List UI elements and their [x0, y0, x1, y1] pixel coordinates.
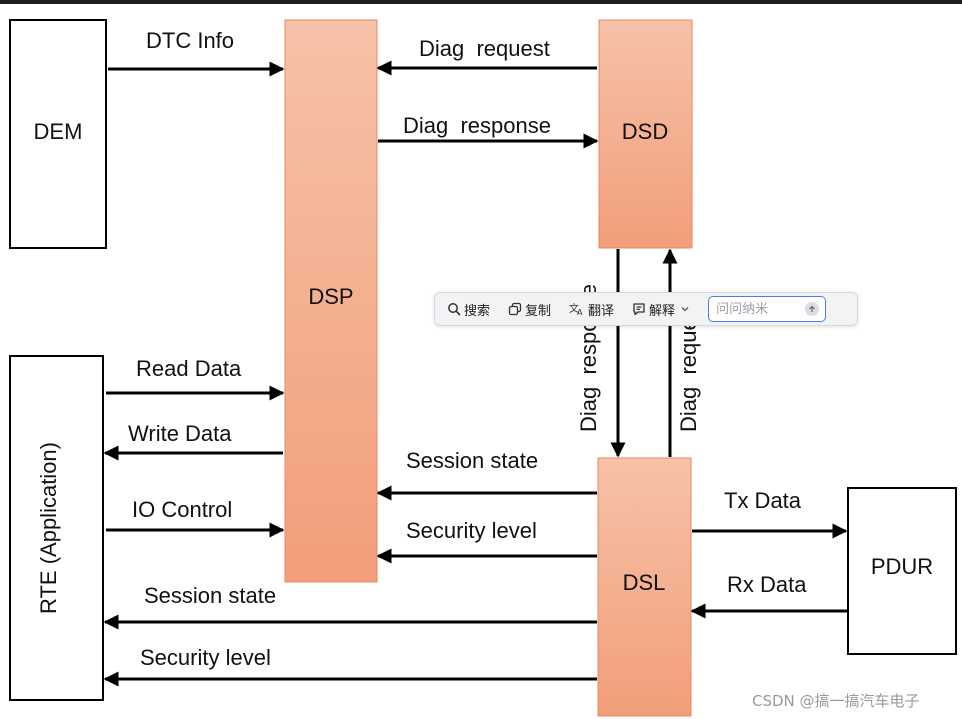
diag-response-label: Diag response: [403, 113, 551, 138]
pdur-label: PDUR: [871, 554, 933, 579]
dem-block: DEM: [9, 19, 107, 249]
rte-label: RTE (Application): [36, 442, 61, 614]
arrow-up-icon: [809, 305, 815, 312]
tx-data-label: Tx Data: [724, 488, 802, 513]
pdur-block: PDUR: [847, 487, 957, 655]
selection-toolbar: 搜索 复制 文 A 翻译 解释: [434, 292, 858, 326]
security-level-rte-label: Security level: [140, 645, 271, 670]
read-data-label: Read Data: [136, 356, 242, 381]
translate-button[interactable]: 文 A 翻译: [569, 300, 614, 319]
watermark: CSDN @搞一搞汽车电子: [752, 692, 920, 710]
dsl-label: DSL: [623, 570, 666, 595]
search-icon: [448, 303, 461, 316]
explain-icon: [633, 303, 645, 316]
rte-block: RTE (Application): [9, 355, 104, 701]
copy-button[interactable]: 复制: [508, 300, 551, 319]
explain-button[interactable]: 解释: [632, 300, 694, 319]
copy-label: 复制: [525, 303, 552, 319]
dtc-info-label: DTC Info: [146, 28, 234, 53]
io-control-label: IO Control: [132, 497, 232, 522]
diag-request-label: Diag request: [419, 36, 550, 61]
dsp-block: DSP: [284, 19, 378, 583]
svg-text:文: 文: [569, 302, 579, 315]
rx-data-label: Rx Data: [727, 572, 807, 597]
search-button[interactable]: 搜索: [447, 300, 490, 319]
search-label: 搜索: [464, 303, 491, 319]
copy-icon: [508, 302, 522, 316]
dsd-label: DSD: [622, 119, 668, 144]
ask-input-wrapper: [708, 296, 827, 322]
session-state-dsp-label: Session state: [406, 448, 538, 473]
dem-label: DEM: [34, 119, 83, 144]
translate-icon: 文 A: [569, 302, 583, 316]
chevron-down-icon: [681, 307, 689, 312]
security-level-dsp-label: Security level: [406, 518, 537, 543]
top-border: [0, 0, 962, 4]
dsp-label: DSP: [308, 284, 353, 309]
session-state-rte-label: Session state: [144, 583, 276, 608]
send-button[interactable]: [805, 302, 820, 316]
dsl-block: DSL: [597, 457, 692, 717]
dsd-block: DSD: [598, 19, 693, 249]
write-data-label: Write Data: [128, 421, 232, 446]
translate-label: 翻译: [588, 303, 615, 319]
explain-label: 解释: [649, 303, 676, 319]
ask-input[interactable]: [716, 301, 801, 317]
svg-text:A: A: [577, 308, 583, 316]
